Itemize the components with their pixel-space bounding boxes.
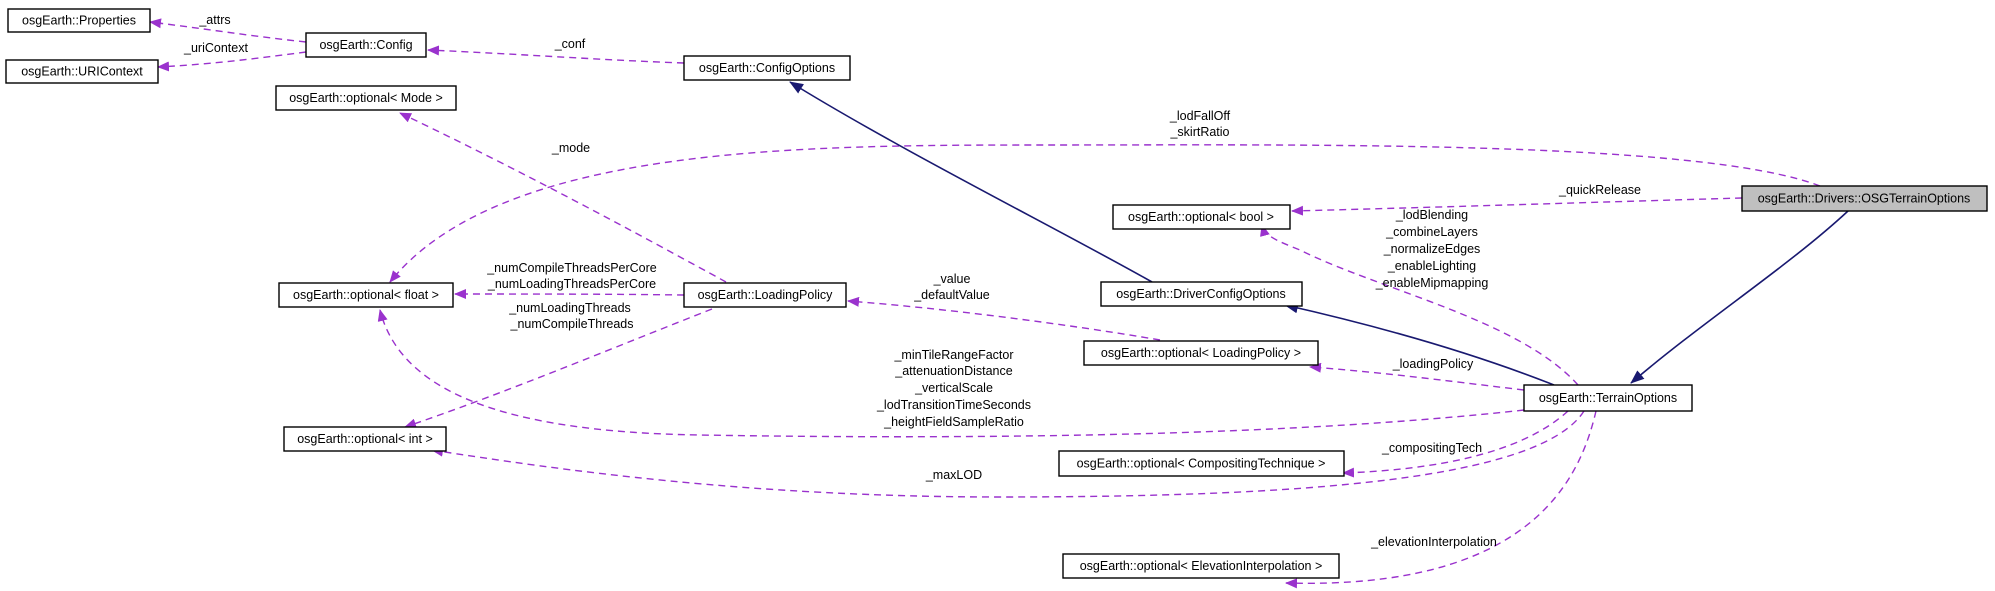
node-label: osgEarth::optional< float > (293, 288, 439, 302)
edge-uricontext (157, 51, 307, 72)
edge-label-enablemipmapping: _enableMipmapping (1375, 276, 1489, 290)
node-terrainoptions[interactable]: osgEarth::TerrainOptions (1523, 384, 1693, 412)
edge-label-combinelayers: _combineLayers (1385, 225, 1478, 239)
edge-conf (427, 45, 685, 64)
edge-label-lp-int-2: _numCompileThreads (510, 317, 634, 331)
edge-label-mode: _mode (551, 141, 590, 155)
edge-lp-float (454, 289, 685, 300)
edge-label-lodblending: _lodBlending (1395, 208, 1468, 222)
node-optional-compositingtechnique[interactable]: osgEarth::optional< CompositingTechnique… (1058, 450, 1345, 477)
edge-loadingpolicy (1309, 362, 1525, 391)
node-label: osgEarth::URIContext (21, 65, 143, 79)
edge-label-heightfieldsampleratio: _heightFieldSampleRatio (883, 415, 1024, 429)
node-label: osgEarth::DriverConfigOptions (1116, 287, 1286, 301)
node-label: osgEarth::Drivers::OSGTerrainOptions (1758, 192, 1971, 206)
node-optional-bool[interactable]: osgEarth::optional< bool > (1112, 204, 1291, 230)
edge-label-attenuationdistance: _attenuationDistance (894, 364, 1012, 378)
edge-value (847, 296, 1161, 341)
edge-lp-int (404, 308, 713, 429)
edge-to-float (377, 309, 1525, 438)
edge-label-skirtratio: _skirtRatio (1169, 125, 1229, 139)
node-optional-int[interactable]: osgEarth::optional< int > (283, 426, 447, 452)
edge-label-uricontext: _uriContext (183, 41, 248, 55)
node-driverconfigoptions[interactable]: osgEarth::DriverConfigOptions (1100, 281, 1303, 307)
edge-compositing (1342, 410, 1569, 478)
node-label: osgEarth::LoadingPolicy (698, 288, 834, 302)
edge-label-lp-float-2: _numLoadingThreadsPerCore (487, 277, 656, 291)
node-configoptions[interactable]: osgEarth::ConfigOptions (683, 55, 851, 81)
edge-label-mintilerangefactor: _minTileRangeFactor (893, 348, 1013, 362)
node-optional-mode[interactable]: osgEarth::optional< Mode > (275, 85, 457, 111)
edge-label-quickrelease: _quickRelease (1558, 183, 1641, 197)
edge-osg-float (389, 144, 1821, 283)
edge-label-conf: _conf (554, 37, 586, 51)
node-label: osgEarth::optional< bool > (1128, 210, 1274, 224)
edge-inherit-osgterrainoptions (1630, 210, 1849, 384)
node-label: osgEarth::optional< ElevationInterpolati… (1080, 559, 1323, 573)
node-label: osgEarth::Config (319, 38, 412, 52)
node-label: osgEarth::optional< CompositingTechnique… (1077, 457, 1326, 471)
edge-inherit-terrainoptions (1284, 302, 1555, 386)
edge-label-enablelighting: _enableLighting (1387, 259, 1476, 273)
edge-maxlod (431, 410, 1585, 498)
edge-label-elevationinterpolation: _elevationInterpolation (1370, 535, 1497, 549)
edge-label-lodtransitiontimeseconds: _lodTransitionTimeSeconds (876, 398, 1031, 412)
edge-label-lp-float-1: _numCompileThreadsPerCore (486, 261, 657, 275)
node-label: osgEarth::ConfigOptions (699, 61, 835, 75)
edge-label-defaultvalue: _defaultValue (913, 288, 990, 302)
node-properties[interactable]: osgEarth::Properties (7, 8, 151, 33)
edge-label-compositingtech: _compositingTech (1381, 441, 1482, 455)
node-optional-float[interactable]: osgEarth::optional< float > (278, 282, 454, 308)
node-label: osgEarth::Properties (22, 14, 136, 28)
node-config[interactable]: osgEarth::Config (305, 32, 427, 58)
edge-label-maxlod: _maxLOD (925, 468, 982, 482)
edge-to-bool (1260, 224, 1579, 386)
node-uricontext[interactable]: osgEarth::URIContext (5, 59, 159, 84)
edge-label-attrs: _attrs (198, 13, 230, 27)
node-loadingpolicy[interactable]: osgEarth::LoadingPolicy (683, 282, 847, 308)
node-label: osgEarth::optional< int > (297, 432, 433, 446)
edge-label-lodfalloff: _lodFallOff (1169, 109, 1231, 123)
node-osgterrainoptions[interactable]: osgEarth::Drivers::OSGTerrainOptions (1741, 185, 1988, 212)
node-label: osgEarth::TerrainOptions (1539, 391, 1677, 405)
node-label: osgEarth::optional< LoadingPolicy > (1101, 346, 1301, 360)
edge-label-verticalscale: _verticalScale (914, 381, 993, 395)
node-optional-elevationinterpolation[interactable]: osgEarth::optional< ElevationInterpolati… (1062, 553, 1340, 579)
node-optional-loadingpolicy[interactable]: osgEarth::optional< LoadingPolicy > (1083, 340, 1319, 366)
edge-label-loadingpolicy: _loadingPolicy (1392, 357, 1474, 371)
edge-inherit-driverconfigoptions (789, 81, 1153, 283)
edge-label-lp-int-1: _numLoadingThreads (508, 301, 631, 315)
edge-label-normalizeedges: _normalizeEdges (1383, 242, 1481, 256)
edge-mode (399, 112, 727, 283)
node-label: osgEarth::optional< Mode > (289, 91, 443, 105)
edge-label-value: _value (933, 272, 971, 286)
edge-quickrelease (1291, 197, 1743, 216)
edge-elevation (1285, 410, 1597, 589)
